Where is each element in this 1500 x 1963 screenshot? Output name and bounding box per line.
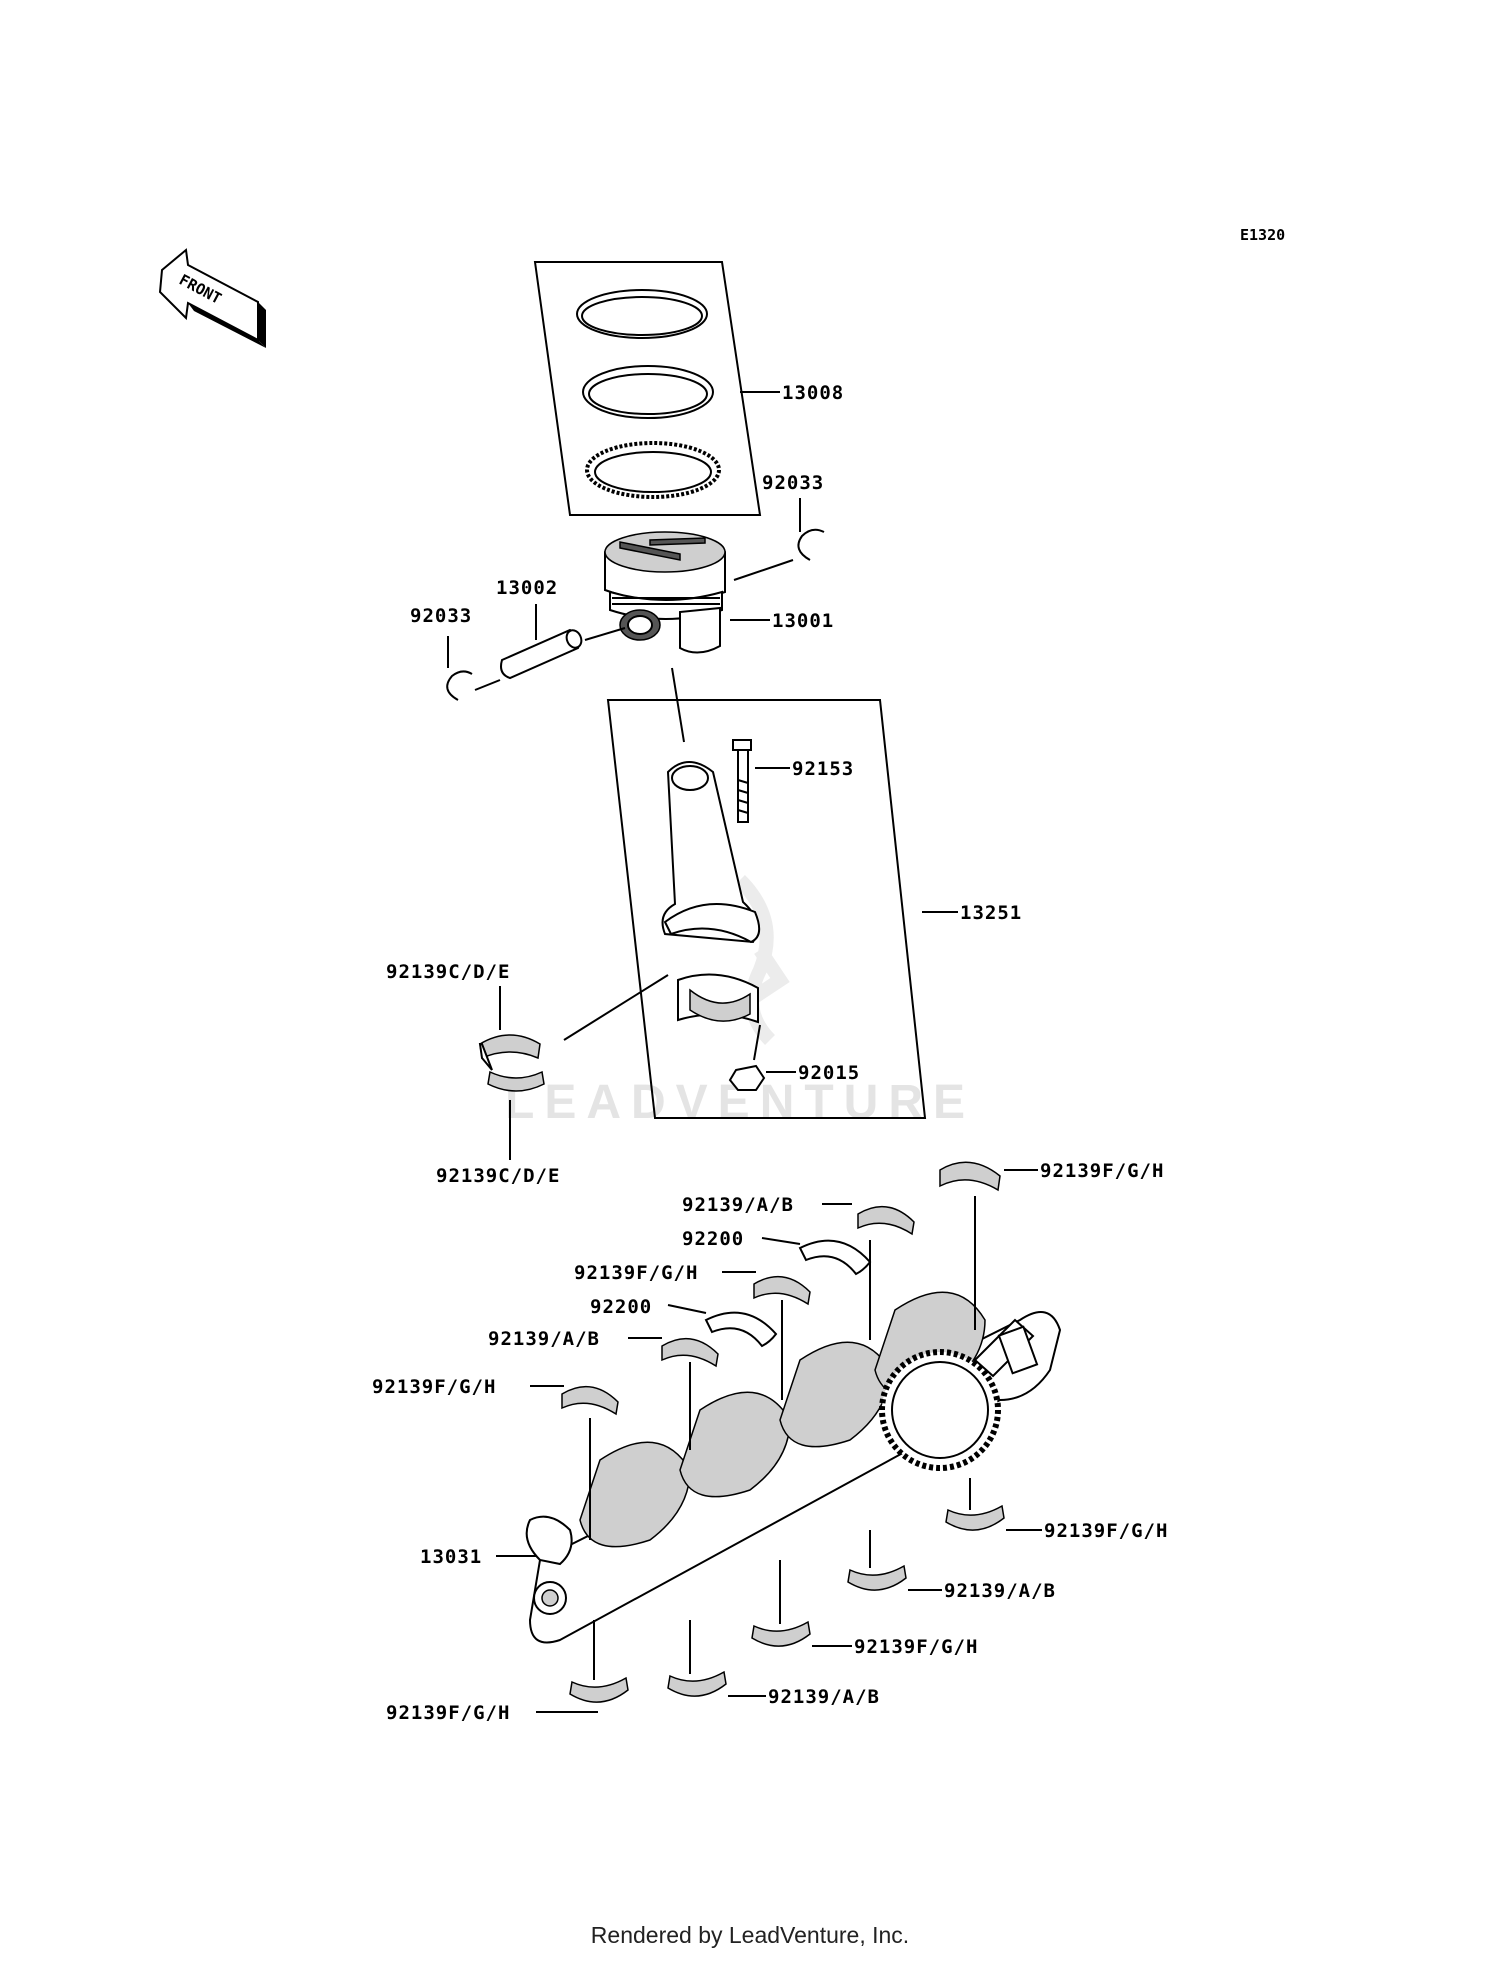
piston-pin xyxy=(500,604,626,680)
label-92139fgh-left: 92139F/G/H xyxy=(372,1376,496,1398)
piston-ring-set xyxy=(533,261,780,516)
label-92200-1: 92200 xyxy=(682,1228,744,1250)
label-13002: 13002 xyxy=(496,577,558,599)
label-92139fgh-2: 92139F/G/H xyxy=(574,1262,698,1284)
snap-ring-right xyxy=(797,498,825,561)
main-bearing-fgh-bottom-left xyxy=(536,1620,629,1713)
label-92015: 92015 xyxy=(798,1062,860,1084)
main-bearing-ab-lower-right xyxy=(847,1530,942,1591)
label-92139ab-lower-right: 92139/A/B xyxy=(944,1580,1056,1602)
main-bearing-fgh-lower-right xyxy=(945,1478,1042,1531)
label-92139ab-2: 92139/A/B xyxy=(488,1328,600,1350)
label-92033-left: 92033 xyxy=(410,605,472,627)
label-92139ab-1: 92139/A/B xyxy=(682,1194,794,1216)
diagram-code: E1320 xyxy=(1240,226,1285,244)
label-92139fgh-lower-mid: 92139F/G/H xyxy=(854,1636,978,1658)
label-13001: 13001 xyxy=(772,610,834,632)
label-92139ab-bottom: 92139/A/B xyxy=(768,1686,880,1708)
label-92153: 92153 xyxy=(792,758,854,780)
main-bearing-fgh-left xyxy=(530,1385,619,1540)
label-92139cde-upper: 92139C/D/E xyxy=(386,961,510,983)
main-bearing-ab-2 xyxy=(628,1337,719,1450)
leader-line xyxy=(733,559,794,581)
label-13008: 13008 xyxy=(782,382,844,404)
label-92139fgh-lower-right: 92139F/G/H xyxy=(1044,1520,1168,1542)
label-13031: 13031 xyxy=(420,1546,482,1568)
main-bearing-top-right xyxy=(939,1161,1038,1330)
label-92139fgh-bottom-left: 92139F/G/H xyxy=(386,1702,510,1724)
thrust-washer-1 xyxy=(761,1237,872,1276)
footer-credit: Rendered by LeadVenture, Inc. xyxy=(590,1922,910,1948)
label-92200-2: 92200 xyxy=(590,1296,652,1318)
connecting-rod-assembly xyxy=(606,667,958,1119)
main-bearing-ab-1 xyxy=(822,1203,915,1340)
label-92139fgh-top-right: 92139F/G/H xyxy=(1040,1160,1164,1182)
crankshaft xyxy=(496,1291,1062,1644)
snap-ring-left xyxy=(446,636,501,701)
label-92139cde-lower: 92139C/D/E xyxy=(436,1165,560,1187)
main-bearing-fgh-lower-mid xyxy=(751,1560,852,1647)
main-bearing-fgh-2 xyxy=(722,1271,811,1400)
main-bearing-ab-bottom xyxy=(667,1620,766,1697)
label-13251: 13251 xyxy=(960,902,1022,924)
conrod-bearing-lower xyxy=(487,1070,545,1160)
conrod-cap xyxy=(677,973,761,1061)
piston xyxy=(604,531,770,654)
conrod-bolt xyxy=(732,739,790,823)
thrust-washer-2 xyxy=(667,1304,778,1348)
label-92033-right: 92033 xyxy=(762,472,824,494)
conrod-bearing-upper xyxy=(478,974,669,1071)
front-arrow-icon: FRONT xyxy=(158,248,266,348)
conrod-nut xyxy=(728,1064,796,1091)
